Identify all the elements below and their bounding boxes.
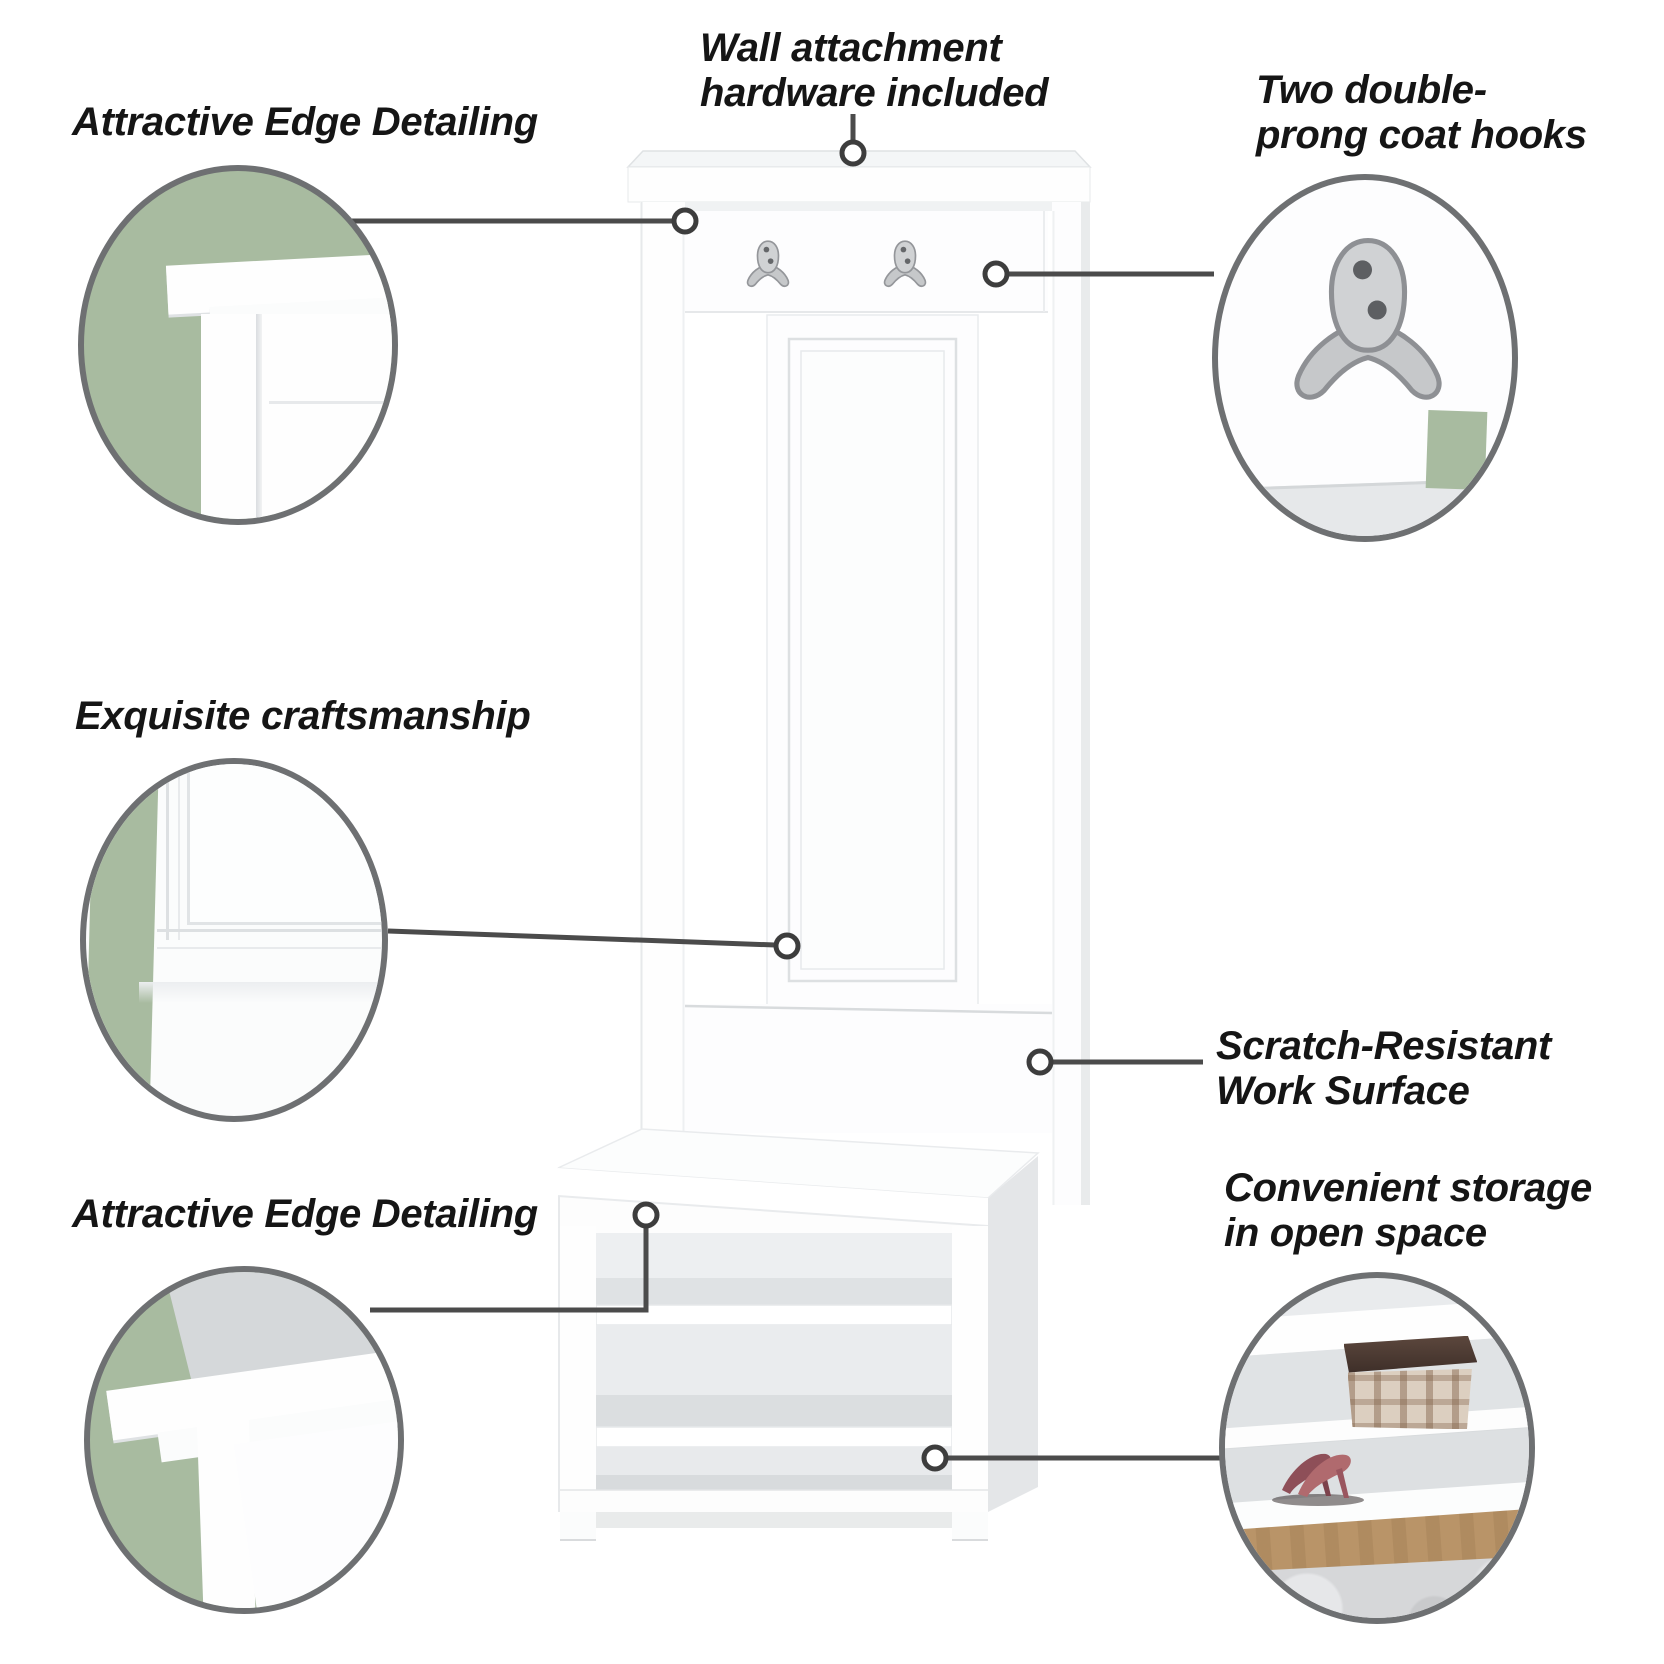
marker-dot-storage: [921, 1444, 949, 1472]
bench-opening-bottom: [596, 1447, 952, 1475]
bench-shelf-2: [595, 1426, 953, 1448]
label-coat-hooks: Two double- prong coat hooks: [1256, 68, 1587, 158]
callout-circle-edge-detail-top: [78, 165, 398, 525]
label-work-surface: Scratch-Resistant Work Surface: [1216, 1024, 1552, 1114]
callout-circle-coat-hook: [1212, 174, 1518, 542]
marker-dot-craftsmanship: [773, 932, 801, 960]
marker-dot-work-surface: [1026, 1048, 1054, 1076]
label-craftsmanship: Exquisite craftsmanship: [75, 694, 531, 738]
high-heel-shoes-icon: [1271, 1453, 1364, 1506]
marker-dot-bottom-left: [632, 1201, 660, 1229]
bench-opening-top: [596, 1233, 952, 1278]
leader-line-craftsmanship: [387, 928, 776, 948]
mirror-panel: [766, 314, 979, 1006]
panel-molding-detail: [186, 764, 382, 926]
storage-bench: [557, 1128, 1040, 1541]
bench-leg-left: [560, 1512, 596, 1540]
left-post: [640, 202, 685, 1133]
bench-shelf-1: [595, 1304, 953, 1326]
label-attractive-edge-top: Attractive Edge Detailing: [72, 100, 538, 144]
label-attractive-edge-bottom: Attractive Edge Detailing: [72, 1192, 538, 1236]
marker-dot-wall-hardware: [839, 139, 867, 167]
label-wall-hardware: Wall attachment hardware included: [700, 26, 1049, 116]
bench-opening-middle: [596, 1325, 952, 1395]
leader-line-bottom-left: [370, 1227, 649, 1313]
work-surface-board: [684, 1004, 1053, 1133]
bench-leg-right: [952, 1512, 988, 1540]
callout-circle-craftsmanship: [80, 758, 388, 1122]
crown-top: [626, 150, 1092, 211]
callout-circle-edge-detail-bottom: [84, 1266, 404, 1614]
right-post: [1052, 202, 1090, 1205]
hook-board: [652, 211, 1048, 313]
plaid-storage-box-icon: [1343, 1335, 1478, 1430]
double-prong-hook-icon: [1294, 238, 1442, 400]
callout-circle-open-storage: [1219, 1272, 1535, 1624]
marker-dot-top-left: [671, 207, 699, 235]
label-convenient-storage: Convenient storage in open space: [1224, 1166, 1592, 1256]
marker-dot-coat-hooks: [982, 260, 1010, 288]
